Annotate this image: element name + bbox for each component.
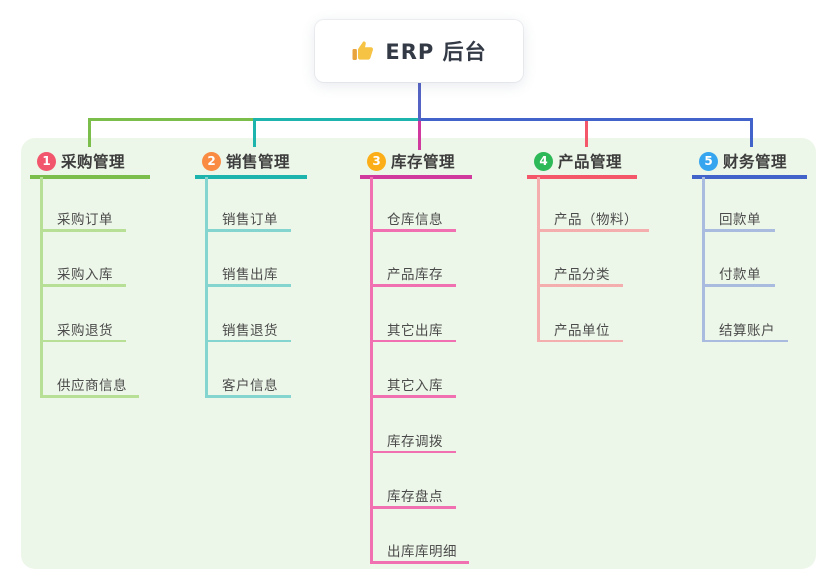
- root-node-label: ERP 后台: [385, 40, 487, 64]
- branch-underline-3: [360, 175, 472, 179]
- connector-horizontal-2: [252, 118, 421, 121]
- child-item-label[interactable]: 产品单位: [554, 322, 610, 339]
- child-item-label[interactable]: 客户信息: [222, 378, 278, 395]
- child-underline: [40, 339, 126, 343]
- child-underline: [370, 395, 456, 398]
- child-item-label[interactable]: 产品库存: [387, 267, 443, 284]
- branch-badge-1: 1: [37, 151, 56, 171]
- child-item-label[interactable]: 销售订单: [222, 212, 278, 228]
- branch-title-1[interactable]: 采购管理: [61, 153, 126, 171]
- branch-underline-1: [30, 175, 150, 179]
- child-item-label[interactable]: 库存盘点: [387, 489, 443, 505]
- child-item-label[interactable]: 出库库明细: [387, 544, 457, 561]
- child-underline: [370, 506, 456, 509]
- branch-spine-1: [40, 177, 43, 398]
- branch-badge-5: 5: [699, 151, 718, 171]
- child-underline: [537, 229, 649, 232]
- child-underline: [370, 561, 469, 564]
- child-underline: [537, 339, 623, 343]
- child-underline: [40, 284, 126, 287]
- connector-drop-1: [87, 118, 91, 147]
- branch-spine-4: [537, 177, 540, 342]
- child-underline: [702, 229, 775, 232]
- branch-spine-3: [370, 177, 373, 564]
- child-item-label[interactable]: 采购订单: [57, 212, 113, 228]
- child-item-label[interactable]: 销售出库: [222, 267, 278, 284]
- child-underline: [702, 339, 788, 343]
- thumbs-up-icon: [352, 41, 374, 60]
- branch-title-2[interactable]: 销售管理: [226, 153, 291, 171]
- child-underline: [370, 284, 456, 287]
- child-item-label[interactable]: 其它入库: [387, 378, 443, 395]
- child-underline: [205, 339, 291, 343]
- child-item-label[interactable]: 结算账户: [719, 322, 775, 339]
- connector-drop-3: [417, 118, 421, 150]
- branch-badge-2: 2: [202, 151, 221, 171]
- child-underline: [370, 450, 456, 454]
- child-item-label[interactable]: 供应商信息: [57, 378, 127, 395]
- child-item-label[interactable]: 库存调拨: [387, 433, 443, 450]
- root-node-erp[interactable]: ERP 后台: [315, 20, 523, 82]
- child-item-label[interactable]: 付款单: [719, 267, 761, 284]
- connector-drop-4: [584, 118, 588, 147]
- branch-underline-5: [692, 175, 807, 179]
- branch-title-5[interactable]: 财务管理: [723, 153, 788, 171]
- child-item-label[interactable]: 回款单: [719, 212, 761, 228]
- branch-underline-2: [195, 175, 307, 179]
- child-item-label[interactable]: 采购退货: [57, 322, 113, 339]
- child-item-label[interactable]: 采购入库: [57, 267, 113, 284]
- child-item-label[interactable]: 仓库信息: [387, 212, 443, 228]
- child-underline: [205, 284, 291, 287]
- child-underline: [40, 229, 126, 232]
- child-underline: [205, 229, 291, 232]
- child-underline: [370, 339, 456, 343]
- branch-title-3[interactable]: 库存管理: [391, 153, 456, 171]
- child-underline: [370, 229, 456, 232]
- branch-underline-4: [527, 175, 637, 179]
- branch-spine-5: [702, 177, 705, 342]
- branch-title-4[interactable]: 产品管理: [558, 153, 623, 171]
- connector-drop-5: [749, 118, 753, 147]
- connector-horizontal-5: [418, 118, 752, 121]
- branch-badge-3: 3: [367, 151, 386, 171]
- connector-drop-2: [252, 118, 256, 147]
- child-item-label[interactable]: 销售退货: [222, 322, 278, 339]
- child-underline: [537, 284, 623, 287]
- branch-spine-2: [205, 177, 208, 398]
- child-item-label[interactable]: 产品（物料）: [554, 212, 638, 228]
- root-connector-vertical: [417, 82, 421, 121]
- branches-panel: [21, 138, 816, 569]
- child-item-label[interactable]: 产品分类: [554, 267, 610, 284]
- child-underline: [205, 395, 291, 398]
- child-underline: [702, 284, 775, 287]
- child-underline: [40, 395, 139, 398]
- child-item-label[interactable]: 其它出库: [387, 322, 443, 339]
- branch-badge-4: 4: [534, 151, 553, 171]
